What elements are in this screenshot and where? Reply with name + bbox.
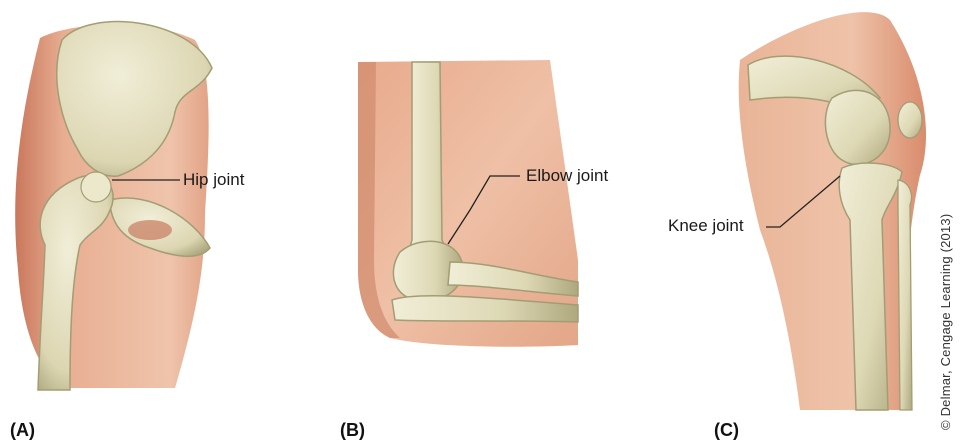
knee-panel: Knee joint (C): [660, 0, 930, 448]
panel-letter-c: (C): [714, 420, 739, 441]
elbow-illustration: [330, 0, 590, 448]
fibula-bone: [898, 180, 912, 410]
obturator-hole: [128, 220, 172, 240]
patella-bone: [898, 102, 922, 138]
knee-joint-label: Knee joint: [668, 216, 744, 236]
hip-illustration: [0, 0, 250, 448]
elbow-joint-label: Elbow joint: [526, 166, 608, 186]
femoral-condyle: [825, 90, 890, 164]
femoral-head: [81, 172, 111, 202]
copyright-credit: © Delmar, Cengage Learning (2013): [938, 214, 953, 430]
hip-panel: Hip joint (A): [0, 0, 250, 448]
elbow-panel: Elbow joint (B): [330, 0, 590, 448]
panel-letter-b: (B): [340, 420, 365, 441]
hip-joint-label: Hip joint: [183, 170, 244, 190]
panel-letter-a: (A): [10, 420, 35, 441]
